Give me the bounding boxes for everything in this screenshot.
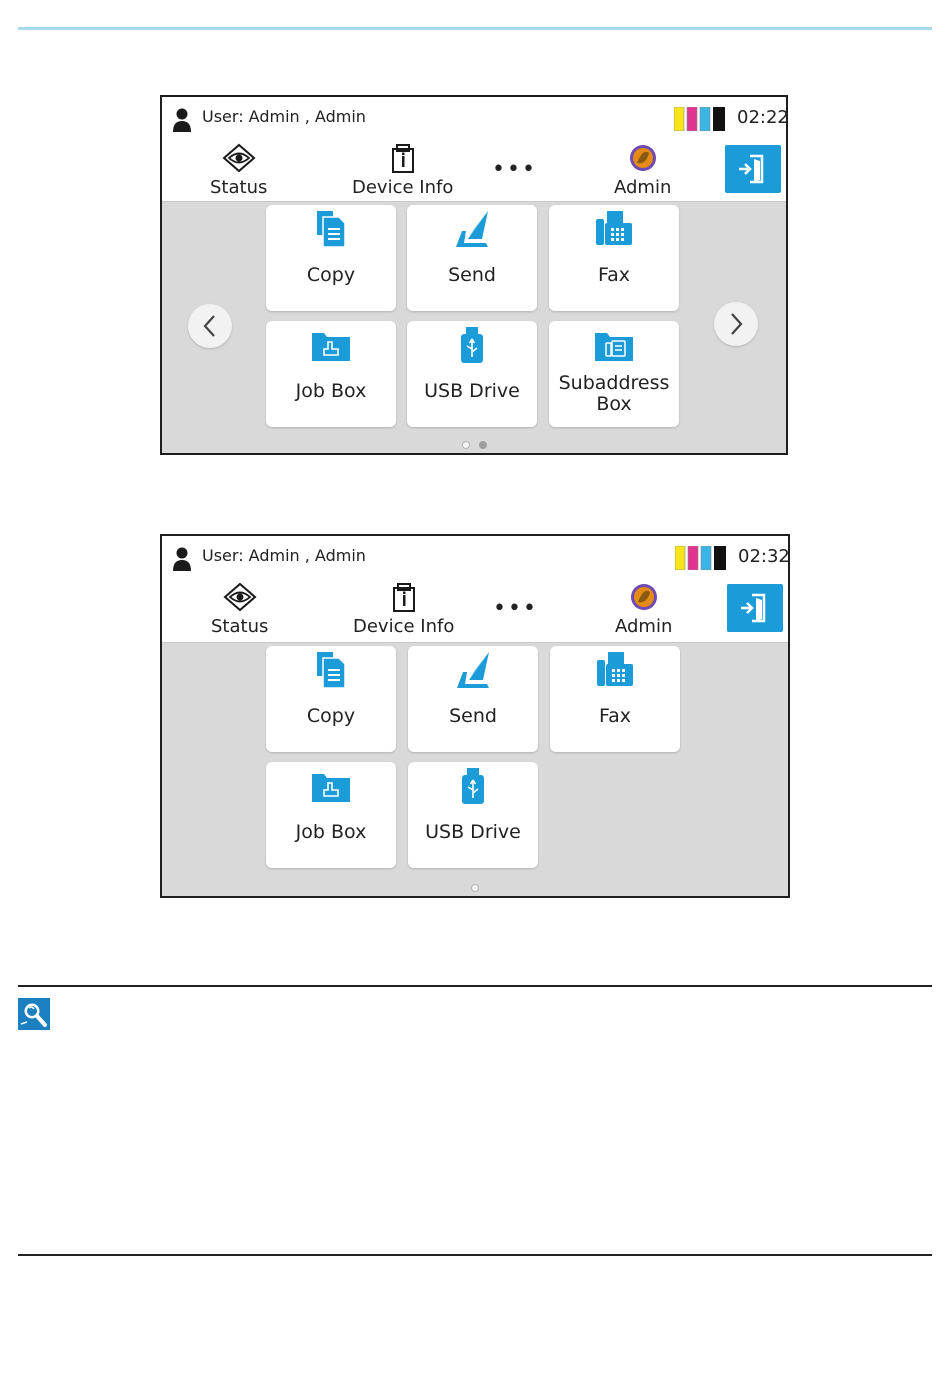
usb-drive-label: USB Drive <box>408 822 538 843</box>
fax-icon <box>594 209 634 249</box>
device-info-label: Device Info <box>353 616 454 637</box>
usb-drive-icon <box>458 766 488 806</box>
send-label: Send <box>407 265 537 286</box>
next-page-button[interactable] <box>714 302 758 346</box>
page-dot-2[interactable] <box>479 441 487 449</box>
send-tile[interactable]: Send <box>408 646 538 752</box>
send-icon <box>452 209 492 249</box>
page-indicator <box>162 441 786 449</box>
fax-tile[interactable]: Fax <box>549 205 679 311</box>
usb-drive-tile[interactable]: USB Drive <box>408 762 538 868</box>
logged-in-user: User: Admin , Admin <box>202 107 366 126</box>
copy-tile[interactable]: Copy <box>266 205 396 311</box>
admin-account-button[interactable]: Admin <box>615 582 672 637</box>
admin-label: Admin <box>614 177 671 198</box>
job-box-tile[interactable]: Job Box <box>266 762 396 868</box>
page-dot-1[interactable] <box>462 441 470 449</box>
user-icon <box>172 107 192 133</box>
status-bar: User: Admin , Admin 02:32 Status Device <box>162 536 788 643</box>
copy-label: Copy <box>266 265 396 286</box>
status-eye-icon <box>221 143 257 173</box>
job-box-tile[interactable]: Job Box <box>266 321 396 427</box>
logout-button[interactable] <box>727 584 783 632</box>
status-button[interactable]: Status <box>211 582 268 637</box>
user-icon <box>172 546 192 572</box>
operation-panel-screen-2: User: Admin , Admin 02:32 Status Device <box>160 534 790 898</box>
toner-level-icon <box>674 107 726 131</box>
operation-panel-screen-1: User: Admin , Admin 02:22 Status Device <box>160 95 788 455</box>
top-rule <box>18 27 932 30</box>
admin-avatar-icon <box>628 143 658 173</box>
usb-drive-icon <box>457 325 487 365</box>
subaddress-box-icon <box>593 325 635 365</box>
page-indicator <box>162 884 788 892</box>
device-info-button[interactable]: Device Info <box>353 582 454 637</box>
admin-account-button[interactable]: Admin <box>614 143 671 198</box>
toner-level-icon <box>675 546 727 570</box>
logout-icon <box>736 153 770 185</box>
copy-icon <box>313 650 349 690</box>
note-bottom-rule <box>18 1254 932 1256</box>
copy-icon <box>313 209 349 249</box>
app-grid: Copy Send Fax <box>162 643 788 896</box>
fax-label: Fax <box>550 706 680 727</box>
admin-avatar-icon <box>629 582 659 612</box>
chevron-right-icon <box>728 312 744 336</box>
job-box-label: Job Box <box>266 381 396 402</box>
fax-icon <box>595 650 635 690</box>
job-box-icon <box>310 766 352 806</box>
device-info-button[interactable]: Device Info <box>352 143 453 198</box>
fax-label: Fax <box>549 265 679 286</box>
fax-tile[interactable]: Fax <box>550 646 680 752</box>
send-label: Send <box>408 706 538 727</box>
logout-icon <box>738 592 772 624</box>
previous-page-button[interactable] <box>188 304 232 348</box>
status-button[interactable]: Status <box>210 143 267 198</box>
clock: 02:32 <box>738 546 790 567</box>
note-top-rule <box>18 985 932 987</box>
logout-button[interactable] <box>725 145 781 193</box>
job-box-icon <box>310 325 352 365</box>
subaddress-box-tile[interactable]: Subaddress Box <box>549 321 679 427</box>
send-icon <box>453 650 493 690</box>
status-label: Status <box>211 616 268 637</box>
device-info-label: Device Info <box>352 177 453 198</box>
more-menu-button[interactable]: ••• <box>493 596 538 621</box>
device-info-icon <box>391 582 417 612</box>
clock: 02:22 <box>737 107 789 128</box>
note-hint-icon <box>18 998 50 1030</box>
status-bar: User: Admin , Admin 02:22 Status Device <box>162 97 786 202</box>
chevron-left-icon <box>202 314 218 338</box>
page-dot-1[interactable] <box>471 884 479 892</box>
admin-label: Admin <box>615 616 672 637</box>
usb-drive-label: USB Drive <box>407 381 537 402</box>
subaddress-box-label-line1: Subaddress <box>549 373 679 394</box>
subaddress-box-label: Subaddress Box <box>549 373 679 415</box>
app-grid: Copy Send Fax <box>162 202 786 453</box>
copy-label: Copy <box>266 706 396 727</box>
usb-drive-tile[interactable]: USB Drive <box>407 321 537 427</box>
logged-in-user: User: Admin , Admin <box>202 546 366 565</box>
more-menu-button[interactable]: ••• <box>492 157 537 182</box>
device-info-icon <box>390 143 416 173</box>
send-tile[interactable]: Send <box>407 205 537 311</box>
job-box-label: Job Box <box>266 822 396 843</box>
copy-tile[interactable]: Copy <box>266 646 396 752</box>
status-eye-icon <box>222 582 258 612</box>
status-label: Status <box>210 177 267 198</box>
subaddress-box-label-line2: Box <box>549 394 679 415</box>
